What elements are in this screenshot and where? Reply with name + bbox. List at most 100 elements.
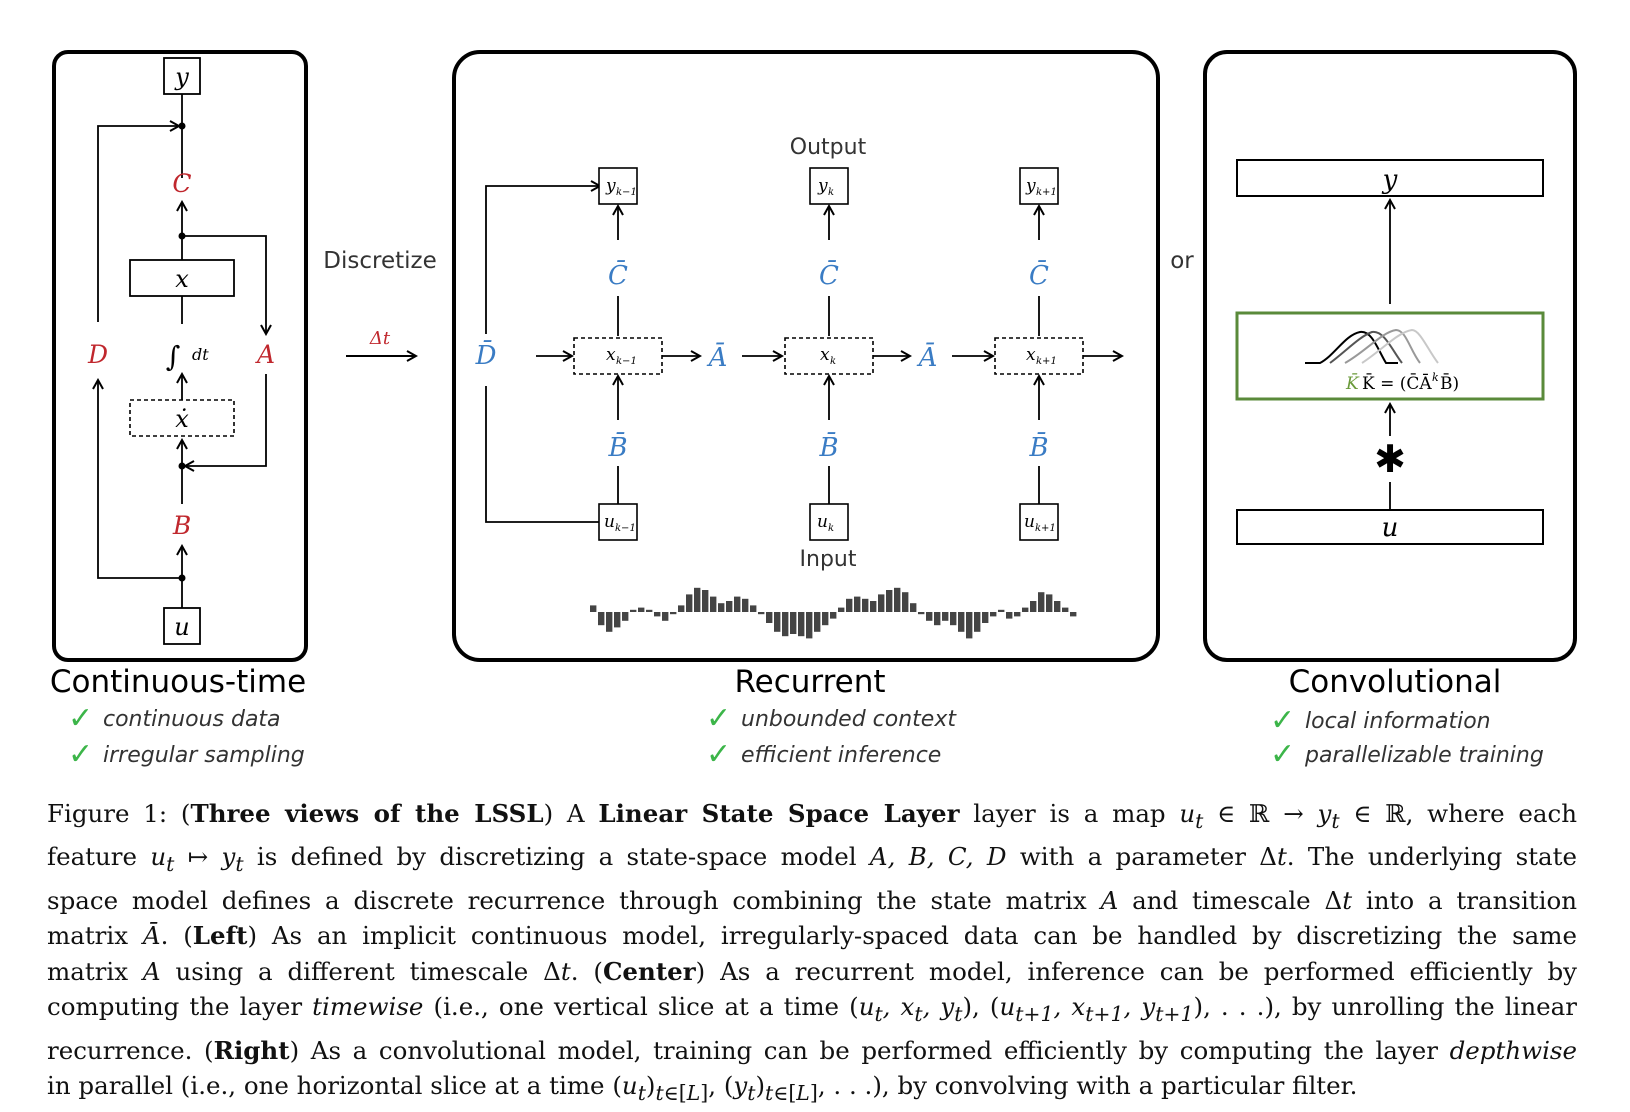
signal-bar [678, 605, 685, 612]
rec-y-prev-box [598, 167, 638, 205]
signal-bar [870, 601, 877, 612]
rec-C-cur: C̄ [819, 259, 839, 291]
signal-bar [950, 612, 957, 626]
signal-bar [606, 612, 613, 632]
rec-B-prev: B̄ [607, 431, 627, 463]
continuous-panel: y C x ∫ dt ẋ B u A D [50, 50, 308, 772]
conv-y-label: y [1382, 165, 1398, 195]
signal-bar [958, 612, 965, 632]
caption-line: recurrence. (Right) As a convolutional m… [47, 1035, 1577, 1065]
convolutional-panel-frame [1203, 50, 1577, 662]
signal-bar [598, 612, 605, 626]
ct-x-box [129, 259, 235, 297]
or-label: or [1170, 248, 1194, 274]
signal-bar [942, 612, 949, 621]
rec-x-next-sub: k+1 [1036, 356, 1057, 367]
ct-node-sum [178, 462, 186, 470]
ct-loop-from-D [97, 126, 179, 322]
signal-bar [1054, 601, 1061, 612]
signal-bar [734, 596, 741, 612]
signal-bar [1062, 607, 1069, 612]
ct-y-label: y [174, 63, 189, 91]
ct-x-label: x [175, 265, 189, 293]
discretize-label: Discretize [323, 248, 436, 274]
rec-B-cur: B̄ [818, 431, 838, 463]
rec-A-2: Ā [917, 342, 938, 373]
kernel-formula: K̄ = (C̄Ā [1362, 372, 1432, 394]
check-icon: ✓ [68, 701, 93, 736]
caption-line: Figure 1: (Three views of the LSSL) A Li… [47, 799, 1577, 833]
recurrent-panel: Output Input D̄ y k−1 C̄ x k−1 B̄ u k−1 … [452, 50, 1160, 772]
signal-bar [934, 612, 941, 626]
signal-bar [926, 612, 933, 621]
rec-x-prev: x [606, 345, 616, 365]
conv-u-label: u [1382, 513, 1399, 543]
convolutional-title: Convolutional [1289, 664, 1502, 700]
kernel-curves [1305, 328, 1439, 364]
signal-bar [902, 592, 909, 612]
output-label: Output [790, 135, 867, 160]
caption-line: computing the layer timewise (i.e., one … [47, 992, 1577, 1027]
rec-y-cur-box [809, 167, 849, 205]
rec-u-next-box [1019, 503, 1059, 541]
signal-bar [790, 612, 797, 634]
signal-bar [798, 612, 805, 637]
rec-column-prev: y k−1 C̄ x k−1 B̄ u k−1 [573, 167, 663, 541]
check-icon: ✓ [706, 701, 731, 736]
kernel-formula-main: K̄ = (C̄Ā [1362, 372, 1432, 394]
discretize-transition: Discretize Δt [323, 248, 437, 356]
conv-u-box [1236, 509, 1544, 545]
ct-xdot-label: ẋ [175, 405, 189, 433]
signal-bar [894, 587, 901, 612]
signal-bar [718, 603, 725, 612]
signal-bar [702, 590, 709, 612]
conv-check-1: local information [1305, 709, 1491, 734]
rec-x-cur: x [820, 345, 830, 365]
signal-bar [654, 612, 661, 617]
rec-y-cur-sub: k [828, 187, 834, 198]
signal-bar [630, 609, 637, 612]
signal-bar [990, 612, 997, 617]
signal-bar [662, 612, 669, 621]
signal-bar [590, 605, 597, 612]
continuous-panel-frame [52, 50, 308, 662]
signal-bar [766, 612, 773, 623]
input-label: Input [800, 547, 857, 572]
ct-A-label: A [255, 340, 275, 369]
signal-bar [614, 612, 621, 628]
signal-bar [742, 598, 749, 612]
signal-bar [830, 612, 837, 619]
signal-bar [638, 607, 645, 612]
rec-x-prev-box [573, 337, 663, 375]
rec-check-2: efficient inference [741, 743, 941, 768]
caption-line: feature ut ↦ yt is defined by discretizi… [47, 842, 1577, 877]
signal-bar [1022, 607, 1029, 612]
rec-D-label: D̄ [475, 339, 497, 371]
kernel-formula-end: B̄) [1440, 372, 1459, 394]
check-icon: ✓ [68, 737, 93, 772]
rec-y-next-sub: k+1 [1036, 187, 1057, 198]
signal-bar [774, 612, 781, 632]
signal-bar [966, 612, 973, 639]
ct-xdot-box [129, 399, 235, 437]
rec-u-prev: u [604, 512, 615, 532]
rec-column-next: y k+1 C̄ x k+1 B̄ u k+1 [994, 167, 1084, 541]
signal-bar [814, 612, 821, 632]
caption-line: matrix A using a different timescale Δt.… [47, 956, 1577, 986]
input-signal [590, 587, 1077, 639]
signal-bar [854, 596, 861, 612]
rec-u-cur-sub: k [828, 523, 834, 534]
convolutional-panel: y K̄ K̄ = (C̄Ā k B̄) ✱ u Convolutional ✓… [1203, 50, 1577, 772]
ct-u-label: u [174, 613, 189, 641]
convolution-star-icon: ✱ [1374, 437, 1406, 481]
signal-bar [710, 596, 717, 612]
caption-line: matrix Ā. (Left) As an implicit continuo… [47, 921, 1577, 951]
signal-bar [782, 612, 789, 637]
signal-bar [1014, 612, 1021, 617]
delta-t-label: Δt [369, 328, 391, 349]
ct-C-label: C [172, 169, 191, 198]
signal-bar [982, 612, 989, 623]
rec-u-prev-sub: k−1 [615, 523, 636, 534]
signal-bar [646, 609, 653, 612]
ct-node-top [178, 122, 186, 130]
